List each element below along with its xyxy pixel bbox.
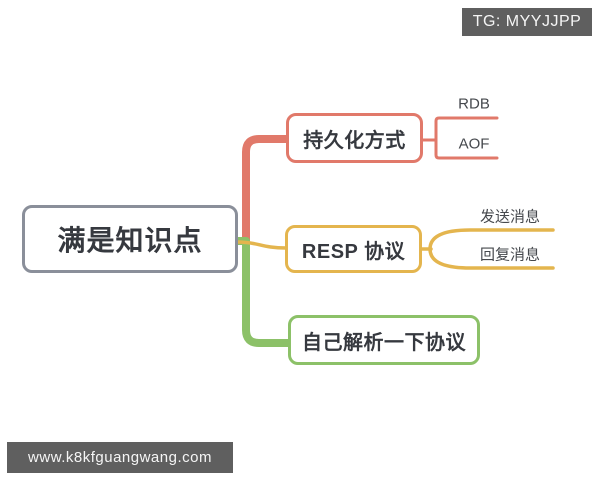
root-node[interactable]: 满是知识点 bbox=[22, 205, 238, 273]
website-badge: www.k8kfguangwang.com bbox=[7, 442, 233, 473]
branch-line-parse bbox=[234, 237, 292, 347]
leaf-node-send-message[interactable]: 发送消息 bbox=[479, 208, 541, 226]
leaf-bracket-rdb-aof bbox=[434, 116, 499, 160]
leaf-node-reply-message[interactable]: 回复消息 bbox=[479, 246, 541, 264]
branch-node-resp[interactable]: RESP 协议 bbox=[285, 225, 422, 273]
branch-node-persistence-label: 持久化方式 bbox=[303, 129, 406, 152]
leaf-bracket-messages bbox=[428, 228, 555, 270]
branch-line-resp bbox=[236, 240, 288, 250]
leaf-node-aof[interactable]: AOF bbox=[458, 135, 490, 153]
branch-line-persistence bbox=[234, 135, 290, 245]
telegram-badge: TG: MYYJJPP bbox=[462, 8, 592, 36]
root-node-label: 满是知识点 bbox=[57, 225, 203, 256]
branch-node-parse[interactable]: 自己解析一下协议 bbox=[288, 315, 480, 365]
leaf-node-rdb[interactable]: RDB bbox=[458, 95, 490, 113]
branch-node-parse-label: 自己解析一下协议 bbox=[302, 331, 466, 354]
branch-node-persistence[interactable]: 持久化方式 bbox=[286, 113, 423, 163]
branch-node-resp-label: RESP 协议 bbox=[301, 240, 406, 263]
